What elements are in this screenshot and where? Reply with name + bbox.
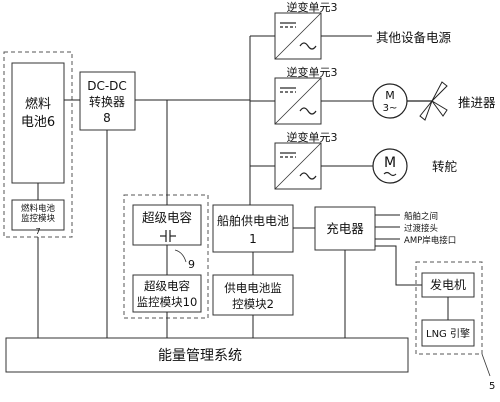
- ship-battery-box: [212, 204, 294, 253]
- fuel-cell-monitor-label-1: 燃料电池: [21, 203, 56, 214]
- propulsion-motor-symbol-1: M: [385, 89, 395, 102]
- label-9: 9: [188, 258, 195, 271]
- inverter-unit-3: 逆变单元3: [274, 130, 338, 190]
- label-5-leader: [481, 353, 491, 377]
- lng-engine-label: LNG 引擎: [426, 327, 470, 340]
- other-equipment-power-label: 其他设备电源: [376, 30, 452, 45]
- fuel-cell-monitor-box: [11, 199, 65, 231]
- ship-battery-label-1: 船舶供电电池: [217, 213, 289, 228]
- battery-monitor-box: [212, 274, 294, 316]
- supercap-label: 超级电容: [142, 210, 192, 225]
- charger-input-label-1: 船舶之间: [404, 211, 438, 222]
- charger-label: 充电器: [326, 221, 364, 236]
- inverter-1-label: 逆变单元3: [287, 0, 338, 14]
- ship-battery-label-2: 1: [249, 232, 257, 246]
- supercap-monitor-box: [132, 274, 202, 313]
- motor-icon: M: [372, 148, 408, 184]
- inverter-2-label: 逆变单元3: [287, 65, 338, 79]
- label-5: 5: [489, 381, 495, 392]
- inverter-unit-2: 逆变单元3: [274, 65, 338, 125]
- charger-box: [314, 206, 376, 251]
- dcdc-label-1: DC-DC: [87, 79, 127, 93]
- battery-monitor-label-1: 供电电池监: [224, 281, 282, 295]
- inverter-unit-1: 逆变单元3: [274, 0, 338, 60]
- fuel-cell-label-1: 燃料: [25, 96, 51, 112]
- generator-label: 发电机: [430, 277, 466, 292]
- steering-label: 转舵: [432, 159, 458, 174]
- fuel-cell-monitor-label-3: 7: [35, 227, 40, 236]
- generator-group: [415, 261, 483, 355]
- propeller-icon: [407, 81, 448, 121]
- fuel-cell-monitor-label-2: 监控模块: [21, 213, 56, 224]
- supercap-box: [132, 204, 202, 246]
- propeller-label: 推进器: [458, 95, 496, 110]
- dcdc-label-3: 8: [103, 111, 111, 125]
- steering-motor-symbol-1: M: [384, 155, 396, 171]
- supercap-monitor-label-1: 超级电容: [144, 279, 190, 293]
- fuel-cell-box: [11, 62, 65, 184]
- supercap-group: [123, 194, 209, 319]
- inverter-3-label: 逆变单元3: [287, 130, 338, 144]
- dcdc-label-2: 转换器: [89, 94, 125, 109]
- fuel-cell-label-2: 电池6: [21, 115, 55, 130]
- label-9-leader: [174, 249, 187, 263]
- propulsion-motor-symbol-2: 3~: [383, 103, 398, 114]
- motor-icon: M 3~: [372, 83, 408, 119]
- ems-box: [5, 337, 409, 373]
- battery-monitor-label-2: 控模块2: [232, 297, 274, 311]
- supercap-monitor-label-2: 监控模块10: [137, 295, 198, 309]
- capacitor-icon: [160, 230, 176, 242]
- charger-input-label-3: AMP岸电接口: [404, 235, 456, 246]
- charger-input-label-2: 过渡接头: [404, 223, 439, 234]
- wiring: [37, 35, 422, 338]
- ems-label: 能量管理系统: [158, 348, 242, 364]
